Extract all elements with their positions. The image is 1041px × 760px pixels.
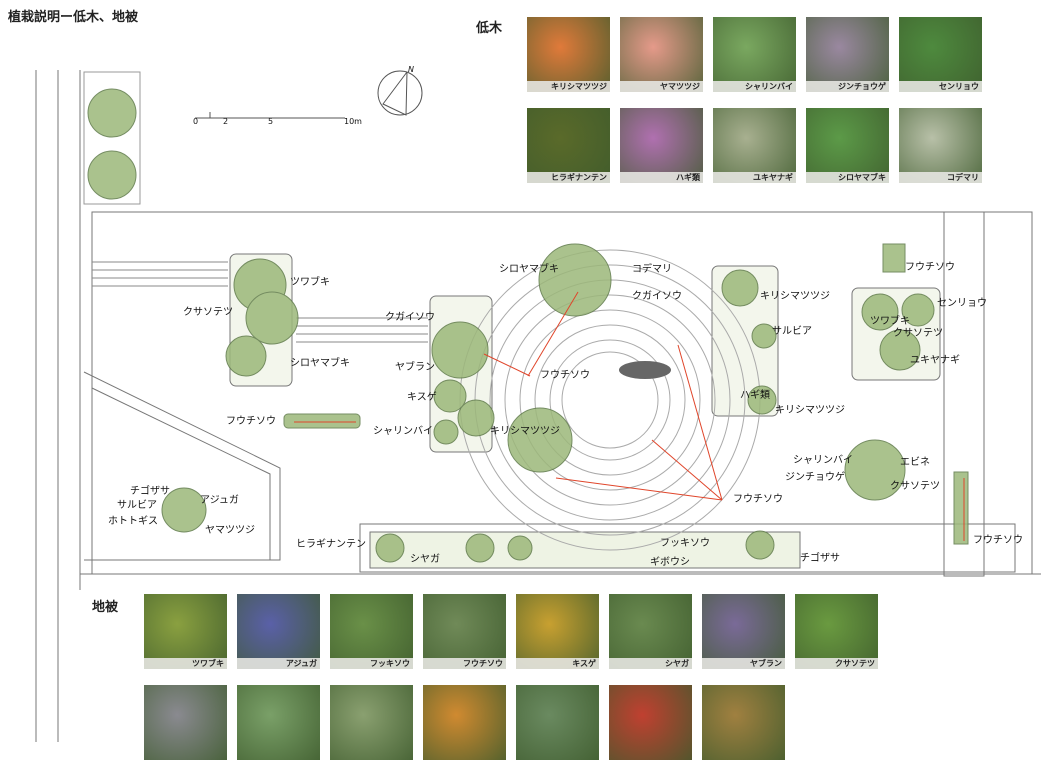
plant-label: フウチソウ	[540, 370, 590, 381]
plant-label: シロヤマブキ	[499, 264, 559, 275]
plant-photo	[144, 685, 227, 760]
plant-label: ホトトギス	[108, 516, 158, 527]
plant-photo-caption: ツワブキ	[144, 658, 227, 669]
plant-photo-caption: ヤマツツジ	[620, 81, 703, 92]
plant-label: シロヤマブキ	[290, 358, 350, 369]
plant-photo-caption: ジンチョウゲ	[806, 81, 889, 92]
plant-photo-caption: フッキソウ	[330, 658, 413, 669]
plant-photo	[516, 685, 599, 760]
plant-photo: ハギ類	[620, 108, 703, 183]
plant-photo: ヤブラン	[702, 594, 785, 669]
plant-photo-caption: センリョウ	[899, 81, 982, 92]
plant-photo: シャリンバイ	[713, 17, 796, 92]
plant-photo	[237, 685, 320, 760]
plant-label: ヤマツツジ	[205, 525, 255, 536]
plant-photo: キリシマツツジ	[527, 17, 610, 92]
site-plan	[35, 70, 1041, 742]
plant-label: フウチソウ	[733, 494, 783, 505]
plant-photo: フッキソウ	[330, 594, 413, 669]
plant-photo-caption: ヒラギナンテン	[527, 172, 610, 183]
plant-label: コデマリ	[632, 264, 672, 275]
plant-label: キリシマツツジ	[490, 426, 560, 437]
plant-label: クガイソウ	[632, 291, 682, 302]
plant-label: ヒラギナンテン	[296, 539, 366, 550]
plant-photo: クサソテツ	[795, 594, 878, 669]
plant-photo-caption: アジュガ	[237, 658, 320, 669]
page-title: 植栽説明ー低木、地被	[8, 10, 139, 25]
plant-label: フッキソウ	[660, 538, 710, 549]
north-arrow-label: N	[408, 65, 414, 74]
plant-photo-caption: シャリンバイ	[713, 81, 796, 92]
shrubs-heading: 低木	[476, 21, 503, 36]
plant-label: ハギ類	[740, 390, 770, 401]
plant-label: クサソテツ	[890, 481, 940, 492]
plant-photo: センリョウ	[899, 17, 982, 92]
plant-photo	[702, 685, 785, 760]
plant-photo-caption: シヤガ	[609, 658, 692, 669]
plant-label: クサソテツ	[183, 307, 233, 318]
plant-photo-caption: ユキヤナギ	[713, 172, 796, 183]
plant-photo-caption: コデマリ	[899, 172, 982, 183]
plant-label: チゴザサ	[130, 486, 170, 497]
plant-photo	[330, 685, 413, 760]
plant-label: ツワブキ	[290, 277, 330, 288]
leader-lines	[294, 291, 965, 541]
plant-photo-caption: ヤブラン	[702, 658, 785, 669]
plant-photo: ヒラギナンテン	[527, 108, 610, 183]
plant-photo: キスゲ	[516, 594, 599, 669]
plant-label: シヤガ	[410, 554, 440, 565]
plant-label: キリシマツツジ	[775, 405, 845, 416]
plant-label: キリシマツツジ	[760, 291, 830, 302]
plant-photo-caption: ハギ類	[620, 172, 703, 183]
plant-photo-caption: キリシマツツジ	[527, 81, 610, 92]
plant-label: サルビア	[117, 500, 157, 511]
plant-photo-caption: クサソテツ	[795, 658, 878, 669]
plant-label: ジンチョウゲ	[785, 472, 845, 483]
plant-label: ギボウシ	[650, 557, 690, 568]
plant-photo	[423, 685, 506, 760]
plant-label: ヤブラン	[395, 362, 435, 373]
plant-photo-caption: フウチソウ	[423, 658, 506, 669]
plant-label: フウチソウ	[226, 416, 276, 427]
plant-photo-caption: シロヤマブキ	[806, 172, 889, 183]
plant-label: エビネ	[900, 457, 930, 468]
plant-masses	[87, 88, 969, 563]
plant-label: ユキヤナギ	[910, 355, 960, 366]
plant-label: ツワブキ	[870, 316, 910, 327]
plant-label: サルビア	[772, 326, 812, 337]
plant-label: シャリンバイ	[373, 426, 433, 437]
plant-photo: コデマリ	[899, 108, 982, 183]
plant-photo: シヤガ	[609, 594, 692, 669]
plant-photo	[609, 685, 692, 760]
plant-label: フウチソウ	[973, 535, 1023, 546]
plant-label: クガイソウ	[385, 312, 435, 323]
plant-label: シャリンバイ	[793, 455, 853, 466]
plant-photo: ツワブキ	[144, 594, 227, 669]
plant-label: センリョウ	[937, 298, 987, 309]
plant-photo-caption: キスゲ	[516, 658, 599, 669]
plant-label: アジュガ	[200, 495, 239, 506]
groundcover-heading: 地被	[92, 600, 119, 615]
plant-label: チゴザサ	[800, 553, 840, 564]
plant-label: クサソテツ	[893, 328, 943, 339]
plant-photo: ユキヤナギ	[713, 108, 796, 183]
plant-photo: ジンチョウゲ	[806, 17, 889, 92]
plant-label: フウチソウ	[905, 262, 955, 273]
plant-photo: ヤマツツジ	[620, 17, 703, 92]
plant-photo: フウチソウ	[423, 594, 506, 669]
plant-photo: シロヤマブキ	[806, 108, 889, 183]
plant-label: キスゲ	[407, 392, 437, 403]
plant-photo: アジュガ	[237, 594, 320, 669]
